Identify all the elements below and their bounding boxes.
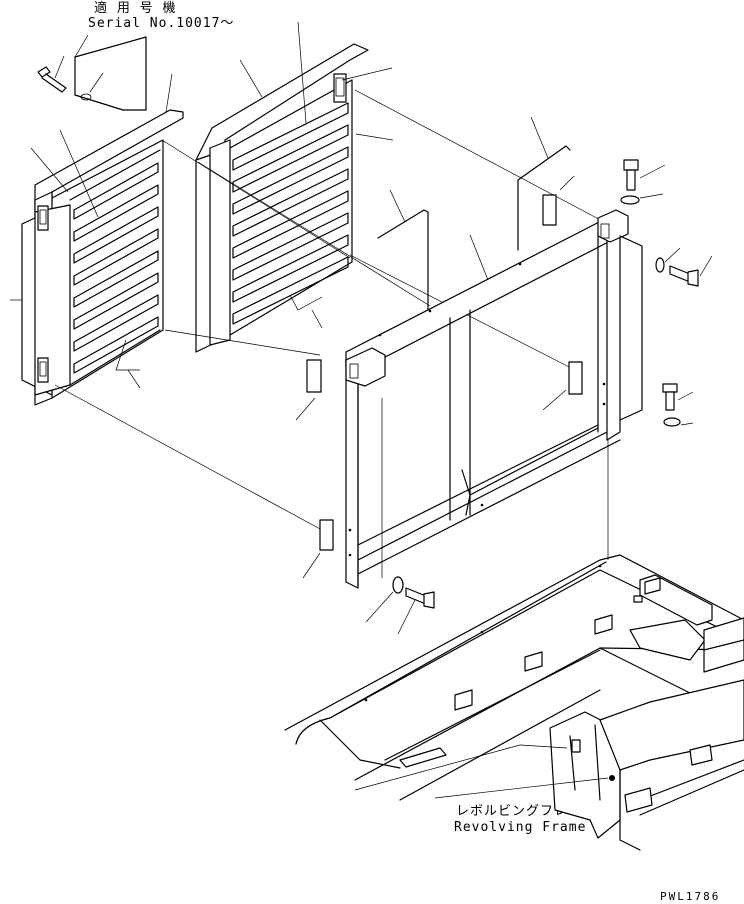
revolving-frame bbox=[284, 554, 744, 851]
left-panel-louvers bbox=[73, 162, 159, 374]
clip-block-lower bbox=[302, 519, 334, 579]
left-panel-latch-top bbox=[37, 205, 49, 231]
bolt-icon bbox=[37, 55, 67, 93]
rod-left bbox=[377, 189, 429, 311]
washer-mid-right bbox=[655, 247, 681, 273]
middle-louver-panel bbox=[195, 21, 394, 353]
bolt-lower-right bbox=[662, 383, 694, 411]
bolt-mid-right bbox=[669, 255, 713, 287]
left-panel-latch-bottom bbox=[37, 357, 49, 383]
washer-top-right bbox=[620, 193, 664, 205]
clip-block-upper bbox=[542, 175, 575, 226]
clip-block-mid-right bbox=[542, 361, 583, 411]
serial-note-box bbox=[74, 34, 147, 111]
frame-bracket-left bbox=[345, 347, 386, 387]
frame-bracket-right bbox=[597, 209, 629, 243]
washer-lower-right bbox=[663, 417, 694, 427]
rod-right bbox=[517, 116, 571, 251]
bolt-top-right bbox=[623, 159, 666, 191]
bolt-lower-frame bbox=[397, 587, 435, 635]
middle-panel-louvers bbox=[232, 102, 349, 325]
assembly-guide-lines bbox=[54, 89, 611, 578]
middle-panel-latch bbox=[333, 73, 347, 103]
clip-block-mid-left bbox=[295, 359, 322, 421]
serial-note-label-en: Serial No.10017～ bbox=[88, 16, 235, 31]
left-louver-panel bbox=[10, 73, 184, 406]
support-frame bbox=[345, 209, 643, 589]
revolving-frame-label-en: Revolving Frame bbox=[454, 820, 587, 835]
washer-lower-frame bbox=[365, 576, 404, 623]
serial-note-label-jp: 適 用 号 機 bbox=[94, 1, 177, 16]
